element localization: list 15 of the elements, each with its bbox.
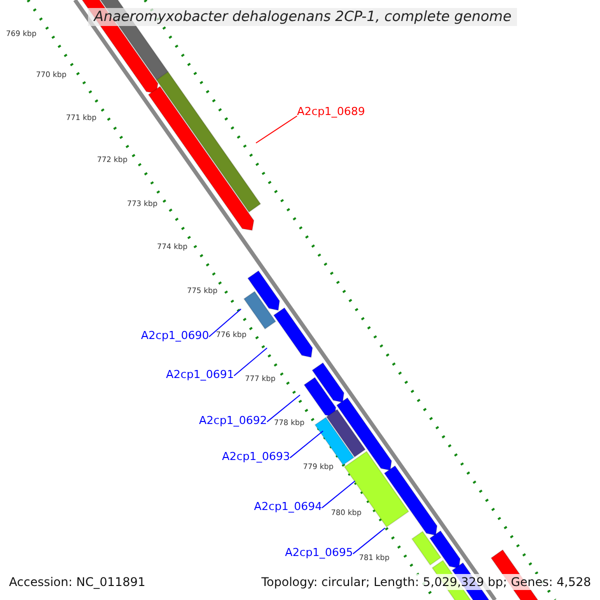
gene-label: A2cp1_0691 bbox=[166, 368, 234, 381]
gene-label: A2cp1_0689 bbox=[297, 105, 366, 118]
gene-label: A2cp1_0694 bbox=[254, 500, 322, 513]
gene-label: A2cp1_0692 bbox=[199, 414, 268, 427]
leader-line bbox=[322, 480, 356, 508]
gene-label: A2cp1_0693 bbox=[222, 450, 290, 463]
gene-label: A2cp1_0690 bbox=[141, 329, 210, 342]
leader-line bbox=[234, 348, 268, 376]
leader-line bbox=[266, 394, 300, 422]
gene-label: A2cp1_0695 bbox=[285, 546, 354, 559]
title: Anaeromyxobacter dehalogenans 2CP-1, complete genome bbox=[88, 8, 518, 26]
leader-line bbox=[256, 116, 298, 144]
leader-line bbox=[290, 430, 324, 458]
leader-line bbox=[208, 308, 242, 338]
leader-line bbox=[352, 528, 386, 554]
